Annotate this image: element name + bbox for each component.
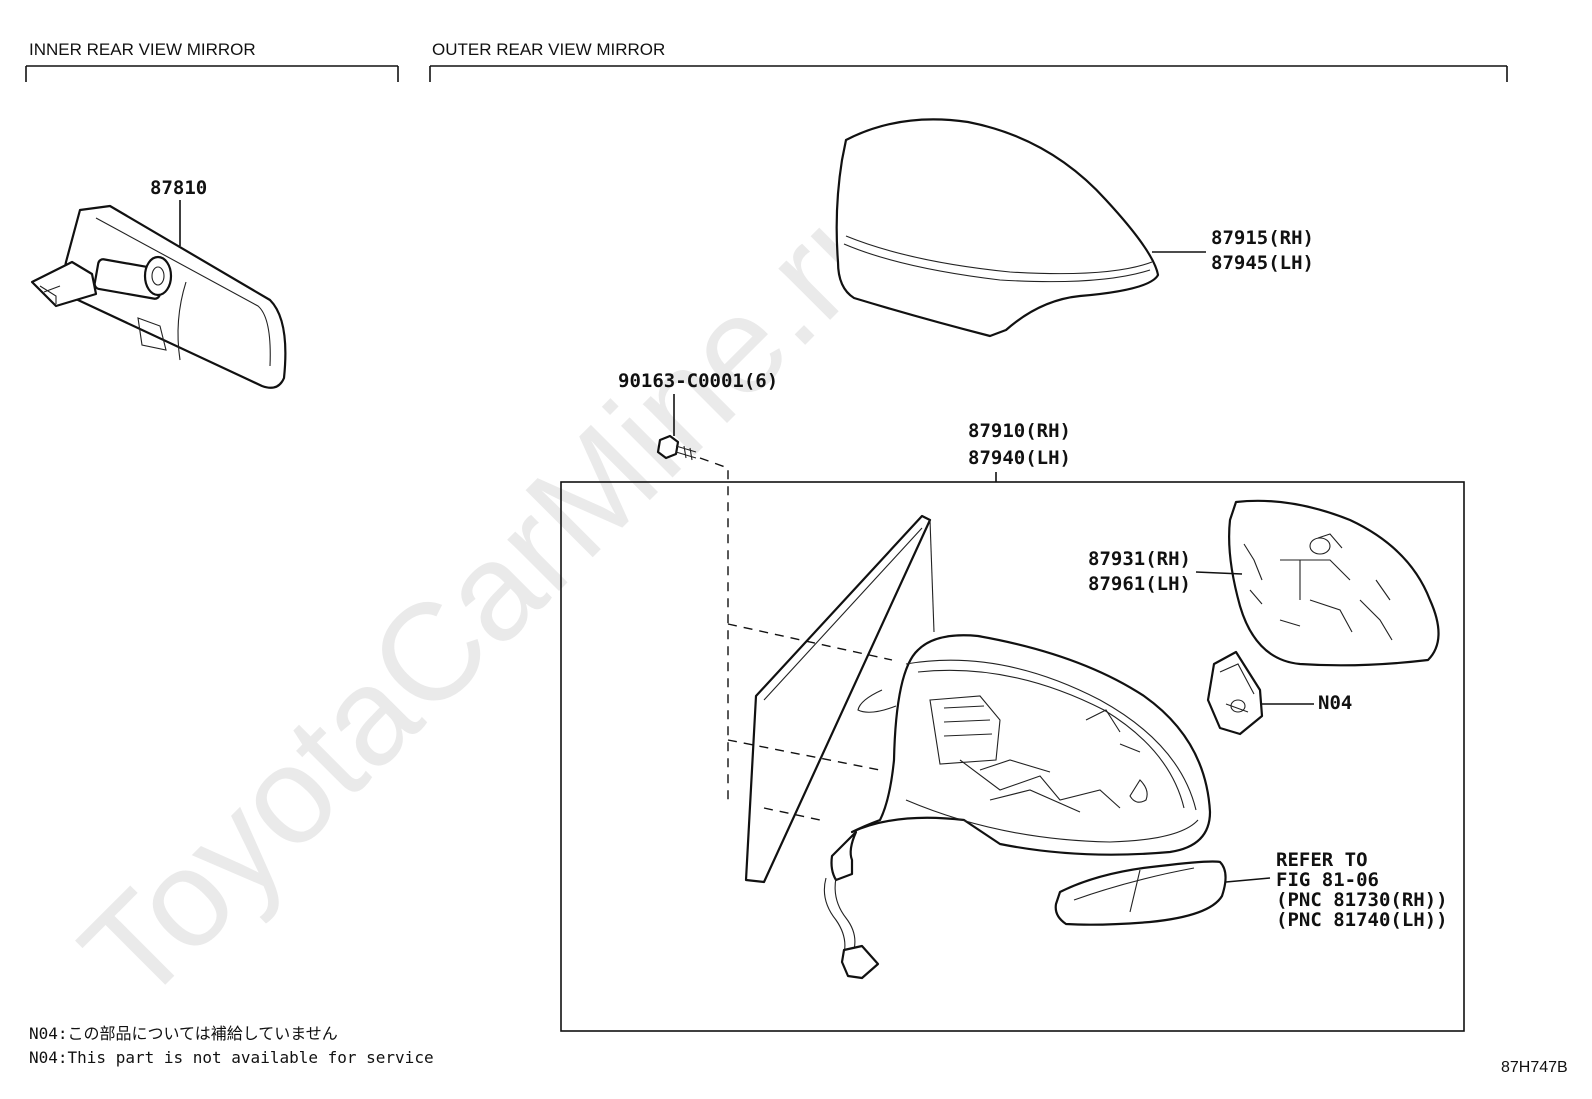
section-bracket-inner <box>25 65 399 82</box>
inner-mirror-illustration <box>30 204 287 389</box>
part-number-87915-rh: 87915(RH) <box>1211 227 1314 249</box>
glass-dashline-1 <box>727 623 893 661</box>
part-number-87961-lh: 87961(LH) <box>1088 573 1191 595</box>
mirror-base-illustration <box>1228 499 1440 667</box>
note-english: N04:This part is not available for servi… <box>29 1048 434 1067</box>
part-number-87945-lh: 87945(LH) <box>1211 252 1314 274</box>
actuator-illustration <box>1206 650 1264 736</box>
refer-line-2: FIG 81-06 <box>1276 869 1379 891</box>
leader-87931 <box>1195 571 1243 575</box>
part-number-n04: N04 <box>1318 692 1352 714</box>
screw-dashline <box>699 457 729 800</box>
screw-illustration <box>656 434 697 461</box>
mirror-cover-illustration <box>835 118 1160 338</box>
part-number-87931-rh: 87931(RH) <box>1088 548 1191 570</box>
section-title-inner: INNER REAR VIEW MIRROR <box>29 40 256 59</box>
note-japanese: N04:この部品については補給していません <box>29 1024 338 1043</box>
part-number-87910-rh: 87910(RH) <box>968 420 1071 442</box>
refer-line-3: (PNC 81730(RH)) <box>1276 889 1448 911</box>
turn-signal-illustration <box>1054 860 1227 926</box>
refer-line-4: (PNC 81740(LH)) <box>1276 909 1448 931</box>
mirror-glass-illustration <box>744 514 935 884</box>
drawing-code: 87H747B <box>1501 1059 1568 1076</box>
glass-dashline-2 <box>727 739 881 771</box>
section-bracket-outer <box>429 65 1508 82</box>
mirror-housing-illustration <box>823 634 1212 980</box>
leader-refer <box>1225 877 1271 883</box>
refer-line-1: REFER TO <box>1276 849 1368 871</box>
assembly-frame <box>560 481 1465 1032</box>
section-title-outer: OUTER REAR VIEW MIRROR <box>432 40 665 59</box>
part-number-87940-lh: 87940(LH) <box>968 447 1071 469</box>
part-number-87810: 87810 <box>150 177 207 199</box>
part-number-90163: 90163-C0001(6) <box>618 370 778 392</box>
